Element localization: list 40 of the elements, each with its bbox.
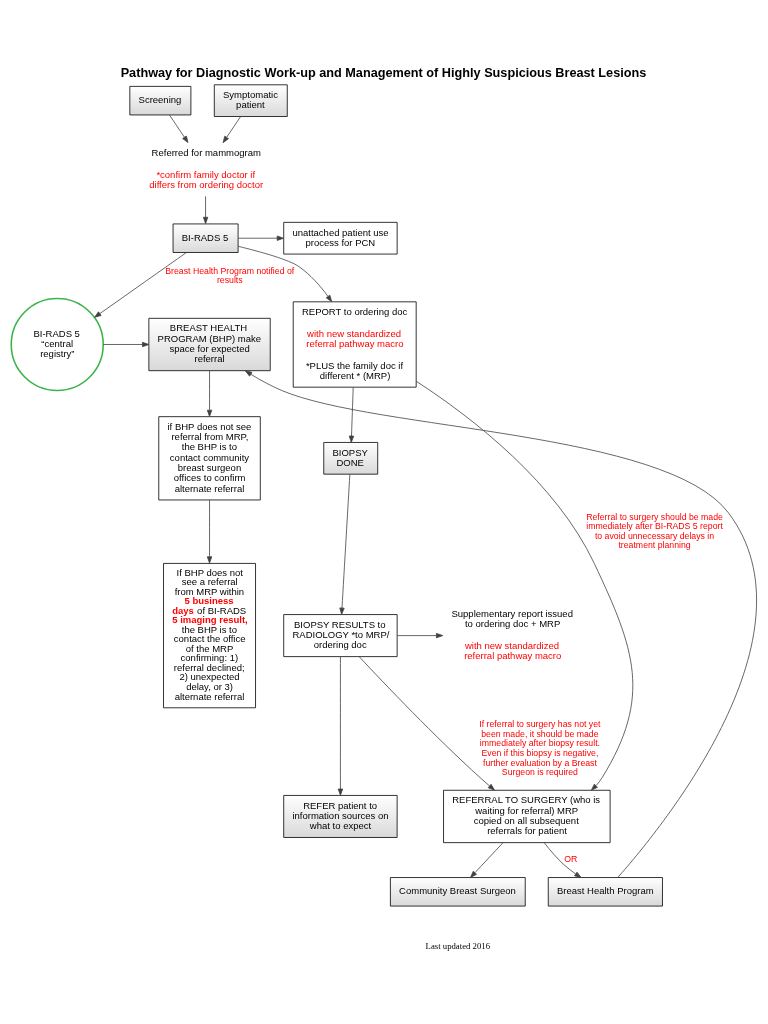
node-box: if BHP does not see referral from MRP, the BHP is to contact community breast surgeon offices to confirm alternate referral bbox=[158, 415, 261, 500]
node-box: REFERRAL TO SURGERY (who is waiting for referral) MRP copied on all subsequent referrals for patient bbox=[443, 789, 611, 843]
node-box: BREAST HEALTH PROGRAM (BHP) make space for expected referral bbox=[148, 317, 271, 371]
arrow bbox=[337, 656, 344, 796]
node-box: BIOPSY RESULTS to RADIOLOGY *to MRP/ ordering doc bbox=[283, 613, 398, 657]
node-box: Symptomatic patient bbox=[213, 83, 288, 117]
arrow bbox=[169, 114, 189, 143]
node-box: If BHP does not see a referral from MRP within 5 business days of BI-RADS 5 imaging result, the BHP is to contact the office of the MRP confirming: 1) referral declined; 2) unexpected delay, or 3) alternate referral bbox=[163, 562, 256, 708]
arrow bbox=[396, 632, 444, 638]
arrow bbox=[348, 386, 355, 443]
node-text: Referred for mammogram *confirm family doctor if differs from ordering doctor bbox=[149, 146, 264, 190]
edge-label: Referral to surgery should be made immediately after BI-RADS 5 report to avoid unnecessary delays in treatment planning bbox=[586, 511, 723, 550]
arrow bbox=[102, 341, 150, 347]
arrow bbox=[358, 655, 495, 790]
node-box: REPORT to ordering doc with new standardized referral pathway macro *PLUS the family doc if different * (MRP) bbox=[292, 300, 417, 388]
node-text: Supplementary report issued to ordering doc + MRP with new standardized referral pathway macro bbox=[451, 607, 573, 661]
node-box: Breast Health Program bbox=[547, 876, 663, 906]
edge-label: If referral to surgery has not yet been made, it should be made immediately after biopsy result. Even if this biopsy is negative, further evaluation by a Breast Surgeon is required bbox=[479, 718, 601, 777]
edge-label: OR bbox=[564, 853, 578, 864]
node-box: Community Breast Surgeon bbox=[390, 876, 526, 906]
diagram-title: Pathway for Diagnostic Work-up and Management of Highly Suspicious Breast Lesions bbox=[120, 65, 647, 80]
arrow bbox=[206, 369, 213, 417]
edge-label: Breast Health Program notified of results bbox=[165, 265, 295, 285]
arrow bbox=[339, 473, 351, 615]
arrow bbox=[202, 195, 209, 224]
node-box: unattached patient use process for PCN bbox=[283, 221, 398, 254]
arrow bbox=[237, 235, 284, 241]
arrow bbox=[237, 245, 333, 302]
arrow bbox=[245, 370, 757, 878]
arrow bbox=[543, 841, 582, 878]
arrow bbox=[470, 841, 504, 878]
arrow bbox=[222, 115, 241, 143]
node-box: REFER patient to information sources on what to expect bbox=[283, 794, 398, 838]
node-box: BIOPSY DONE bbox=[323, 441, 379, 475]
arrow bbox=[415, 380, 634, 791]
node-box: Screening bbox=[129, 85, 192, 115]
arrow bbox=[94, 251, 187, 318]
arrow bbox=[206, 499, 213, 563]
node-box: BI-RADS 5 bbox=[172, 223, 239, 253]
label: Last updated 2016 bbox=[425, 940, 491, 951]
